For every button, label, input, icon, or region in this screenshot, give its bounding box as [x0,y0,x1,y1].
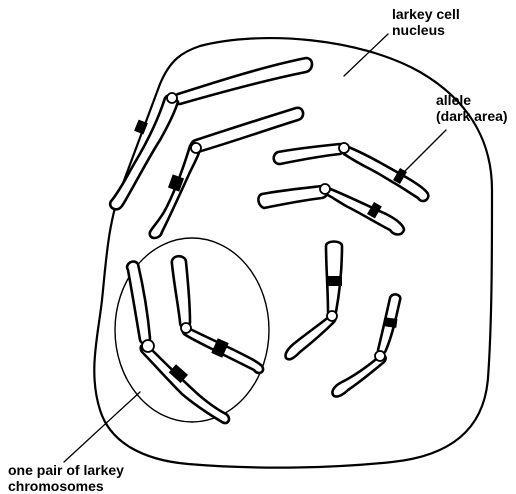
chromosome [285,242,342,360]
nucleus-label: larkey cell nucleus [392,6,460,38]
chromosome [258,184,404,235]
chromosome [150,108,303,238]
pair-label-line2: chromosomes [8,478,124,494]
allele-label-line2: (dark area) [436,108,508,124]
chromosome [332,294,400,396]
allele-leader-line [398,130,446,178]
nucleus-label-line2: nucleus [392,22,460,38]
pair-label: one pair of larkey chromosomes [8,462,124,494]
allele-label: allele (dark area) [436,92,508,124]
chromosome [172,256,263,373]
pair-leader-line [64,392,140,462]
nucleus-label-line1: larkey cell [392,6,460,22]
allele-label-line1: allele [436,92,508,108]
pair-label-line1: one pair of larkey [8,462,124,478]
nucleus-outline [94,38,492,468]
